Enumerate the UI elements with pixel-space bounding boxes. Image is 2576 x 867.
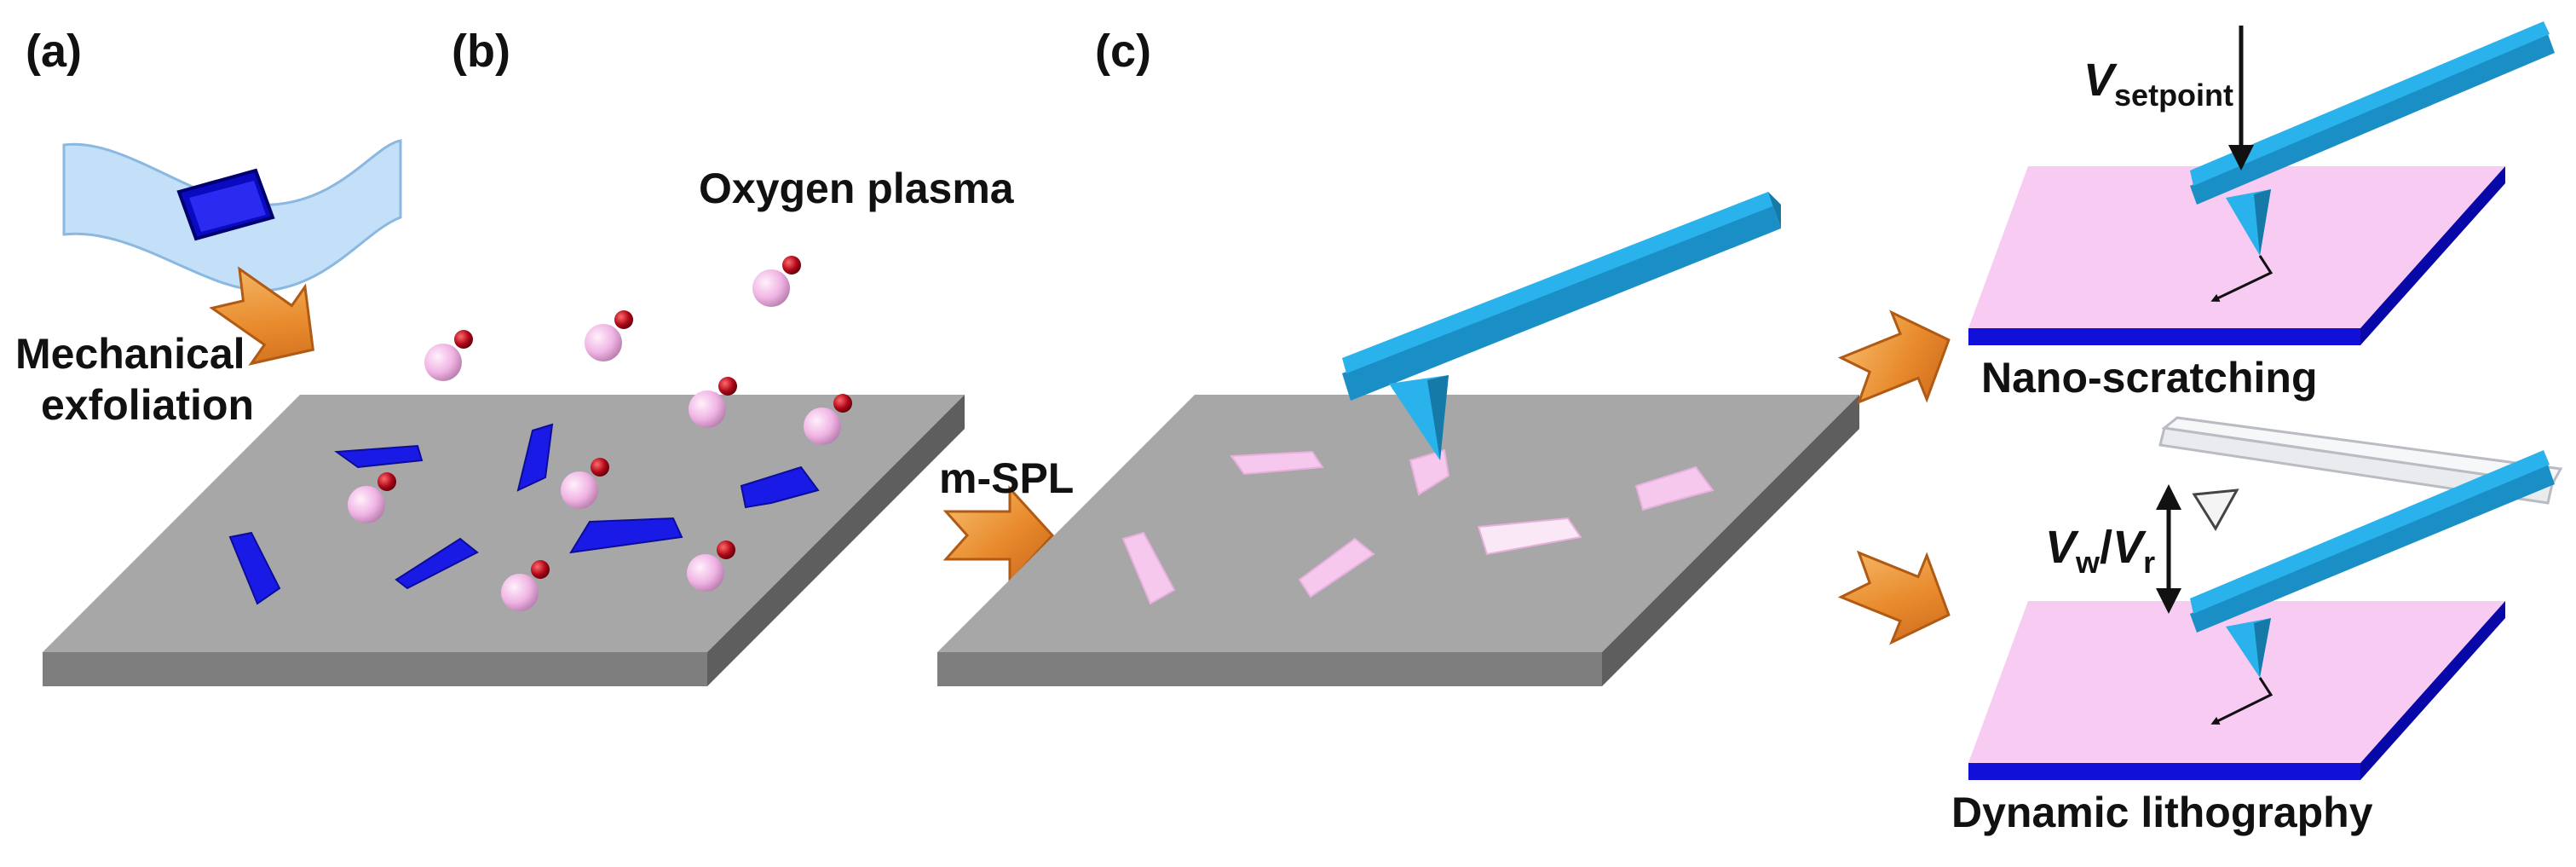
symbol-v-w: V [2045, 522, 2079, 573]
plasma-atom-large [561, 471, 598, 509]
plasma-atom-small [614, 310, 633, 329]
flake [740, 465, 820, 509]
plasma-molecule [585, 310, 633, 361]
flake [516, 423, 554, 492]
label-nano-scratching: Nano-scratching [1981, 354, 2318, 402]
film-nano-scratching [1968, 166, 2505, 345]
symbol-v: V [2083, 55, 2118, 106]
flakes-oxidized [1121, 448, 1714, 605]
adhesive-tape [62, 139, 402, 292]
subscript-setpoint: setpoint [2114, 78, 2233, 113]
plasma-atom-small [454, 330, 473, 349]
plasma-molecule [687, 540, 735, 592]
flake [569, 517, 683, 554]
plasma-atom-small [531, 560, 550, 579]
plasma-molecule [561, 458, 609, 509]
plasma-atom-large [424, 344, 462, 381]
label-oxygen-plasma: Oxygen plasma [699, 165, 1015, 212]
setpoint-force-arrow [2228, 26, 2254, 171]
plasma-molecule [501, 560, 550, 611]
afm-cantilever-top [2190, 21, 2555, 256]
oxygen-plasma-molecules [348, 256, 852, 611]
arrow-exfoliation [209, 266, 315, 366]
flake [1230, 450, 1324, 476]
plasma-atom-small [377, 472, 396, 491]
plasma-atom-small [833, 394, 852, 413]
subscript-r: r [2143, 545, 2155, 580]
panel-label-c: (c) [1095, 26, 1151, 77]
plasma-atom-large [501, 574, 539, 611]
plasma-atom-large [804, 407, 841, 445]
arrow-dynamic-lithography [1837, 550, 1951, 645]
afm-cantilever-ghost [2158, 416, 2563, 531]
label-v-setpoint: Vsetpoint [2083, 55, 2233, 113]
flakes-blue [228, 423, 820, 605]
plasma-molecule [424, 330, 473, 381]
plasma-atom-large [585, 324, 622, 361]
plasma-atom-small [717, 540, 735, 559]
flake [1409, 448, 1450, 496]
scratch-direction-arrow-bottom [2210, 677, 2273, 725]
plasma-atom-large [689, 390, 726, 428]
flake [1634, 465, 1714, 512]
plasma-atom-large [752, 269, 790, 307]
flake [334, 444, 424, 469]
plasma-molecule [689, 377, 737, 428]
flake [228, 531, 281, 605]
plasma-atom-small [591, 458, 609, 477]
plasma-molecule [348, 472, 396, 523]
film-dynamic-lithography [1968, 601, 2505, 780]
afm-cantilever-bottom [2190, 450, 2555, 678]
scratch-direction-arrow-top [2210, 255, 2273, 302]
voltage-double-arrow [2156, 484, 2181, 614]
panel-label-b: (b) [452, 26, 510, 77]
arrow-nano-scratching [1837, 309, 1951, 405]
label-mechanical: Mechanical [15, 330, 245, 378]
flake [1477, 517, 1582, 556]
label-dynamic-lithography: Dynamic lithography [1951, 789, 2373, 836]
plasma-atom-large [348, 486, 385, 523]
substrate-c [937, 395, 1859, 686]
symbol-v-r: V [2112, 522, 2147, 573]
symbol-slash: / [2100, 522, 2112, 573]
plasma-atom-large [687, 554, 724, 592]
panel-label-a: (a) [26, 26, 82, 77]
plasma-atom-small [718, 377, 737, 396]
plasma-molecule [804, 394, 852, 445]
subscript-w: w [2075, 545, 2101, 580]
afm-cantilever-c [1342, 192, 1781, 460]
plasma-molecule [752, 256, 801, 307]
label-mspl: m-SPL [939, 454, 1074, 502]
flake [395, 537, 479, 590]
flake [1298, 537, 1375, 598]
label-exfoliation: exfoliation [41, 381, 254, 429]
label-vw-vr: Vw/Vr [2045, 522, 2155, 580]
plasma-atom-small [782, 256, 801, 275]
flake [1121, 531, 1176, 605]
